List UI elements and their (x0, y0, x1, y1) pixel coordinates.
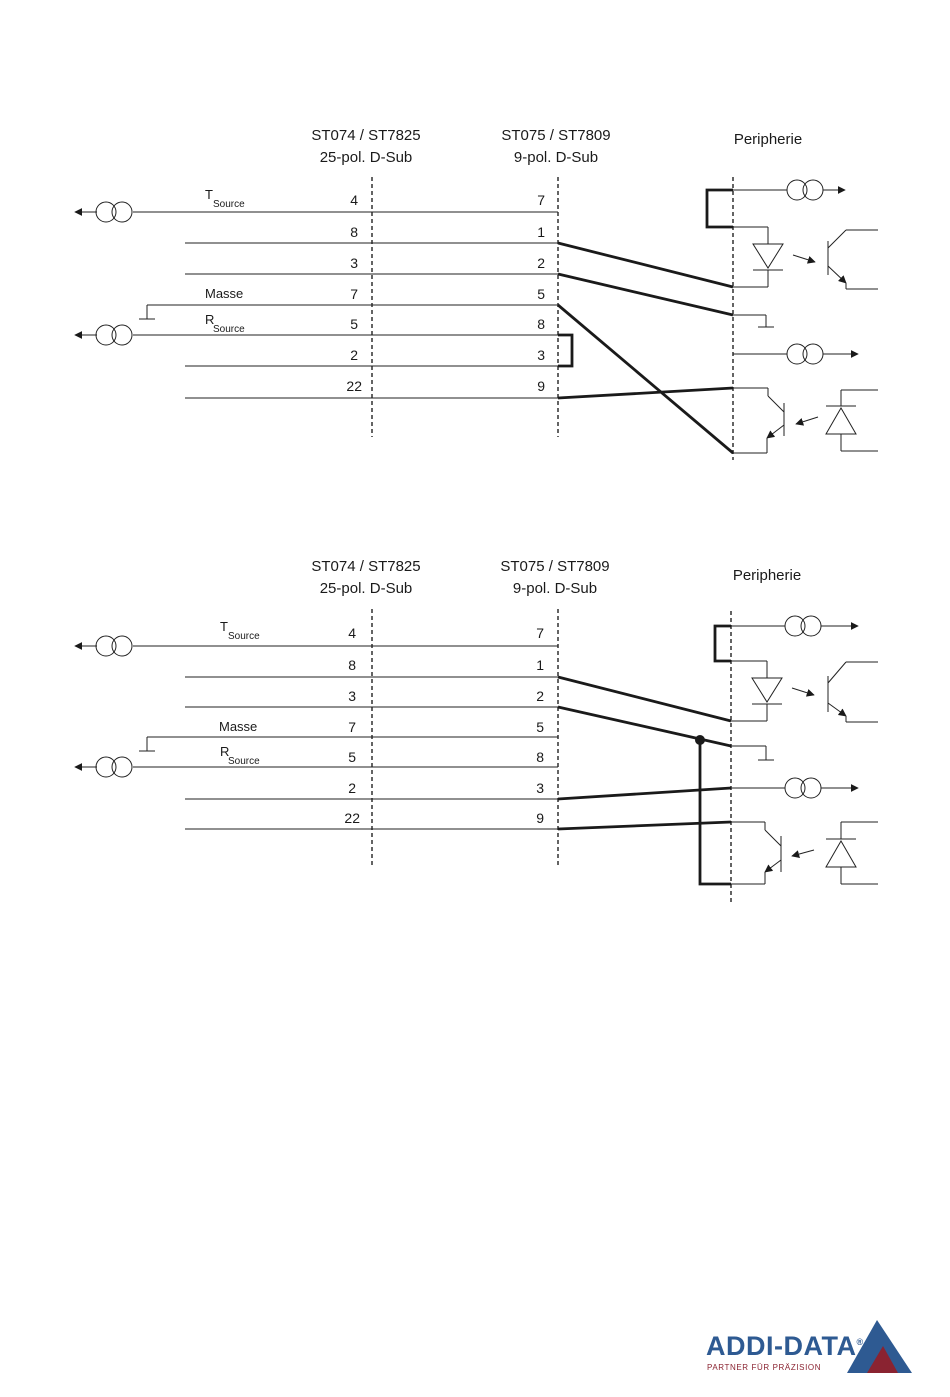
light-arrow-icon (792, 688, 814, 695)
pin-9: 2 (537, 255, 545, 271)
pin-9: 9 (536, 810, 544, 826)
current-source-icon (96, 757, 116, 777)
pin-25: 2 (350, 347, 358, 363)
diagram-2: ST074 / ST7825 25-pol. D-Sub ST075 / ST7… (75, 558, 878, 903)
pin-25: 3 (350, 255, 358, 271)
logo-wordmark: ADDI-DATA® (706, 1331, 864, 1362)
logo-tagline: PARTNER FÜR PRÄZISION (707, 1363, 821, 1372)
current-source-icon (787, 180, 807, 200)
pin-25: 4 (350, 192, 358, 208)
led-icon (733, 227, 783, 287)
label-rsource: R Source (220, 744, 260, 767)
light-arrow-icon (792, 850, 814, 856)
pin-9: 2 (536, 688, 544, 704)
pin-25: 2 (348, 780, 356, 796)
label-masse: Masse (219, 719, 257, 734)
svg-text:T: T (205, 187, 213, 202)
pin-25: 8 (348, 657, 356, 673)
pin-9: 9 (537, 378, 545, 394)
svg-text:Source: Source (228, 631, 260, 642)
current-source-icon (801, 616, 821, 636)
pin-25: 7 (348, 719, 356, 735)
phototransistor-icon (733, 388, 784, 453)
pin-numbers: 4 8 3 7 5 2 22 7 1 2 5 8 3 9 (346, 192, 545, 394)
phototransistor-icon (731, 822, 781, 884)
current-source-icon (787, 344, 807, 364)
label-tsource: T Source (205, 187, 245, 210)
current-source-icon (785, 616, 805, 636)
current-source-icon (96, 202, 116, 222)
pin-9: 7 (536, 625, 544, 641)
header-25pin-line1: ST074 / ST7825 (311, 558, 420, 575)
pin-25: 22 (344, 810, 360, 826)
pin-9: 8 (537, 316, 545, 332)
pin-25: 5 (348, 749, 356, 765)
wire-pin2 (558, 707, 731, 746)
pin-9: 3 (536, 780, 544, 796)
header-9pin-line1: ST075 / ST7809 (501, 127, 610, 144)
svg-text:Source: Source (228, 756, 260, 767)
current-source-icon (112, 757, 132, 777)
light-arrow-icon (793, 255, 815, 262)
wire-pin3 (558, 788, 731, 799)
wire-ground-return (700, 740, 731, 884)
ground-icon (731, 746, 774, 760)
header-9pin-line1: ST075 / ST7809 (500, 558, 609, 575)
header-25pin-line2: 25-pol. D-Sub (320, 149, 413, 166)
current-source-icon (112, 325, 132, 345)
pin-9: 5 (536, 719, 544, 735)
led-icon (826, 822, 878, 884)
peripherie-bridge (707, 190, 733, 227)
ground-icon (733, 315, 774, 327)
current-source-icon (96, 636, 116, 656)
wire-pin9 (558, 822, 731, 829)
label-rsource: R Source (205, 312, 245, 335)
current-source-icon (112, 636, 132, 656)
current-source-icon (801, 778, 821, 798)
current-source-icon (803, 344, 823, 364)
label-masse: Masse (205, 286, 243, 301)
light-arrow-icon (796, 417, 818, 424)
pin-25: 7 (350, 286, 358, 302)
wire-pin9 (558, 388, 733, 398)
header-peripherie: Peripherie (734, 131, 802, 148)
bridge-pin8-pin3 (558, 335, 572, 366)
phototransistor-icon (828, 230, 878, 289)
pin-25: 22 (346, 378, 362, 394)
current-source-icon (785, 778, 805, 798)
svg-text:T: T (220, 619, 228, 634)
pin-25: 5 (350, 316, 358, 332)
header-9pin-line2: 9-pol. D-Sub (513, 580, 597, 597)
led-icon (731, 661, 782, 721)
peripherie-bridge (715, 626, 731, 661)
wire-pin1 (558, 677, 731, 721)
header-25pin-line2: 25-pol. D-Sub (320, 580, 413, 597)
current-source-icon (96, 325, 116, 345)
header-25pin-line1: ST074 / ST7825 (311, 127, 420, 144)
header-9pin-line2: 9-pol. D-Sub (514, 149, 598, 166)
pin-25: 8 (350, 224, 358, 240)
pin-9: 1 (537, 224, 545, 240)
pin-25: 3 (348, 688, 356, 704)
pin-25: 4 (348, 625, 356, 641)
pin-9: 7 (537, 192, 545, 208)
diagram-1: ST074 / ST7825 25-pol. D-Sub ST075 / ST7… (75, 127, 878, 460)
svg-text:Source: Source (213, 199, 245, 210)
phototransistor-icon (828, 662, 878, 722)
label-tsource: T Source (220, 619, 260, 642)
header-peripherie: Peripherie (733, 567, 801, 584)
pin-9: 8 (536, 749, 544, 765)
svg-text:Source: Source (213, 324, 245, 335)
current-source-icon (112, 202, 132, 222)
pin-9: 1 (536, 657, 544, 673)
current-source-icon (803, 180, 823, 200)
pin-9: 3 (537, 347, 545, 363)
pin-9: 5 (537, 286, 545, 302)
wire-pin5 (558, 305, 733, 453)
junction-dot (695, 735, 705, 745)
pin-numbers: 4 8 3 7 5 2 22 7 1 2 5 8 3 9 (344, 625, 544, 826)
led-icon (826, 390, 878, 451)
